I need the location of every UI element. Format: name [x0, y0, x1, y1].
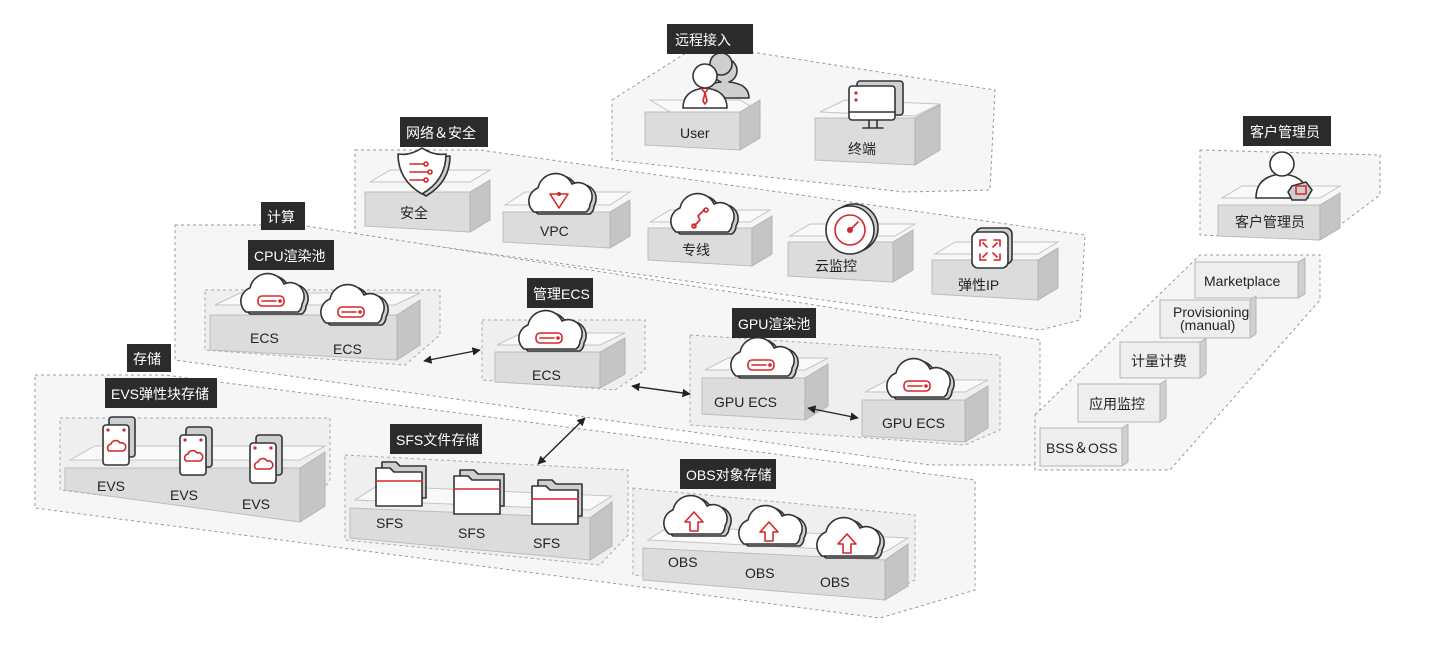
node-sfs-3: SFS: [533, 535, 560, 551]
folder-icon: [531, 479, 583, 525]
arrow-mgmt-sfs: [537, 417, 586, 465]
node-admin: 客户管理员: [1235, 214, 1305, 230]
node-gpu-ecs-1: GPU ECS: [714, 394, 777, 410]
tile-provisioning: [1159, 295, 1257, 339]
tile-marketplace: [1194, 257, 1306, 299]
tile-metering-label: 计量计费: [1131, 353, 1187, 369]
node-gpu-ecs-2: GPU ECS: [882, 415, 945, 431]
label-evs-storage: EVS弹性块存储: [105, 378, 217, 408]
node-obs-3: OBS: [820, 574, 850, 590]
arrow-cpu-mgmt: [423, 347, 481, 364]
tile-provisioning-sublabel: (manual): [1180, 317, 1235, 333]
label-cpu-pool: CPU渲染池: [248, 240, 334, 270]
platform-security: [364, 169, 492, 233]
node-terminal: 终端: [848, 141, 876, 157]
label-gpu-pool: GPU渲染池: [732, 308, 816, 338]
svg-text:EVS弹性块存储: EVS弹性块存储: [111, 386, 209, 402]
tile-marketplace-label: Marketplace: [1204, 273, 1280, 289]
node-obs-2: OBS: [745, 565, 775, 581]
target-icon: [825, 203, 879, 255]
tile-app-monitor: [1077, 379, 1167, 423]
cloud-link-icon: [670, 192, 739, 235]
node-evs-3: EVS: [242, 496, 270, 512]
node-eip: 弹性IP: [958, 277, 999, 293]
node-evs-1: EVS: [97, 478, 125, 494]
node-cpu-ecs-1: ECS: [250, 330, 279, 346]
tile-provisioning-label: Provisioning: [1173, 304, 1249, 320]
disk-cloud-icon: [179, 426, 213, 476]
svg-text:GPU渲染池: GPU渲染池: [738, 316, 810, 332]
node-evs-2: EVS: [170, 487, 198, 503]
label-storage: 存储: [127, 344, 171, 372]
tile-app-monitor-label: 应用监控: [1089, 396, 1145, 412]
expand-icon: [971, 227, 1013, 269]
svg-text:客户管理员: 客户管理员: [1250, 124, 1320, 140]
svg-text:OBS对象存储: OBS对象存储: [686, 467, 772, 483]
user-group-icon: [682, 52, 750, 109]
label-sfs-storage: SFS文件存储: [390, 424, 482, 454]
svg-text:SFS文件存储: SFS文件存储: [396, 432, 479, 448]
disk-cloud-icon: [249, 434, 283, 484]
platform-user: [644, 99, 762, 151]
platform-eip: [931, 241, 1060, 301]
label-network-security: 网络＆安全: [400, 117, 488, 147]
tile-bss-oss-label: BSS＆OSS: [1046, 440, 1118, 456]
tile-bss-oss: [1039, 423, 1129, 467]
label-mgmt-ecs: 管理ECS: [527, 278, 593, 308]
folder-icon: [375, 461, 427, 507]
cloud-triangle-icon: [528, 172, 597, 215]
node-sfs-2: SFS: [458, 525, 485, 541]
tile-metering: [1119, 337, 1207, 379]
arrow-mgmt-gpu: [631, 382, 691, 398]
label-admin: 客户管理员: [1243, 116, 1331, 146]
svg-text:远程接入: 远程接入: [675, 32, 731, 48]
label-remote-access: 远程接入: [667, 24, 753, 54]
arrow-gpu-gpu: [807, 405, 859, 421]
label-obs-storage: OBS对象存储: [680, 459, 776, 489]
node-security: 安全: [400, 205, 428, 221]
disk-cloud-icon: [102, 416, 136, 466]
node-direct-connect: 专线: [682, 242, 710, 258]
node-sfs-1: SFS: [376, 515, 403, 531]
node-mgmt-ecs: ECS: [532, 367, 561, 383]
node-vpc: VPC: [540, 223, 569, 239]
node-obs-1: OBS: [668, 554, 698, 570]
folder-icon: [453, 469, 505, 515]
admin-user-icon: [1255, 151, 1313, 201]
label-compute: 计算: [261, 202, 305, 230]
monitor-icon: [848, 80, 904, 129]
node-user: User: [680, 125, 710, 141]
svg-text:管理ECS: 管理ECS: [533, 286, 590, 302]
node-cloud-monitor: 云监控: [815, 258, 857, 274]
shield-icon: [397, 147, 451, 197]
platform-admin: [1217, 185, 1342, 241]
svg-text:网络＆安全: 网络＆安全: [406, 125, 476, 141]
svg-text:CPU渲染池: CPU渲染池: [254, 248, 326, 264]
node-cpu-ecs-2: ECS: [333, 341, 362, 357]
svg-text:存储: 存储: [133, 351, 161, 367]
svg-text:计算: 计算: [267, 209, 295, 225]
